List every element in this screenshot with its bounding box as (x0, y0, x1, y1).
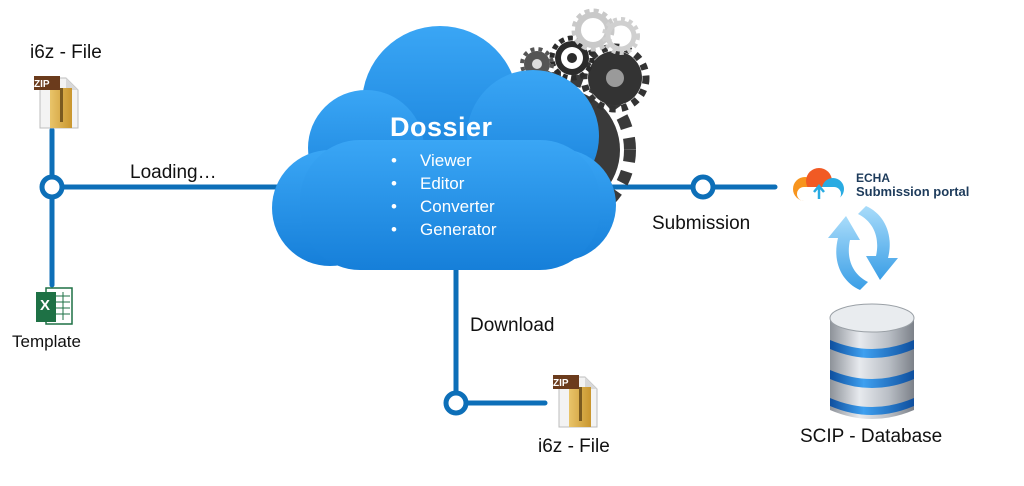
excel-icon-letter: X (40, 297, 51, 314)
feature-editor: Editor (388, 172, 497, 195)
echa-portal-text: ECHA Submission portal (856, 172, 969, 199)
zip-file-icon (34, 76, 79, 129)
submission-label: Submission (652, 213, 751, 234)
echa-title: ECHA (856, 171, 891, 185)
dossier-feature-list: Viewer Editor Converter Generator (388, 149, 497, 241)
zip-badge-output: ZIP (553, 378, 569, 389)
feature-converter: Converter (388, 195, 497, 218)
download-node (443, 390, 469, 416)
dossier-title: Dossier (390, 112, 493, 142)
feature-generator: Generator (388, 218, 497, 241)
connector-nodes (39, 174, 716, 416)
i6z-output-label: i6z - File (538, 436, 610, 457)
sync-arrows-icon (828, 206, 898, 290)
dossier-cloud (272, 26, 616, 270)
excel-icon (36, 287, 73, 325)
connector-lines (49, 127, 778, 406)
zip-badge-input: ZIP (34, 79, 50, 90)
scip-database-label: SCIP - Database (800, 426, 943, 447)
zip-file-icon-output (553, 375, 598, 428)
template-label: Template (12, 332, 81, 351)
i6z-input-label: i6z - File (30, 42, 102, 63)
echa-subtitle: Submission portal (856, 184, 970, 199)
database-icon (829, 303, 915, 419)
submission-node (690, 174, 716, 200)
loading-label: Loading… (130, 162, 217, 183)
left-junction-node (39, 174, 65, 200)
download-label: Download (470, 315, 555, 336)
feature-viewer: Viewer (388, 149, 497, 172)
echa-logo-icon (793, 168, 844, 201)
dossier-cloud-text: Dossier Viewer Editor Converter Generato… (388, 112, 497, 241)
